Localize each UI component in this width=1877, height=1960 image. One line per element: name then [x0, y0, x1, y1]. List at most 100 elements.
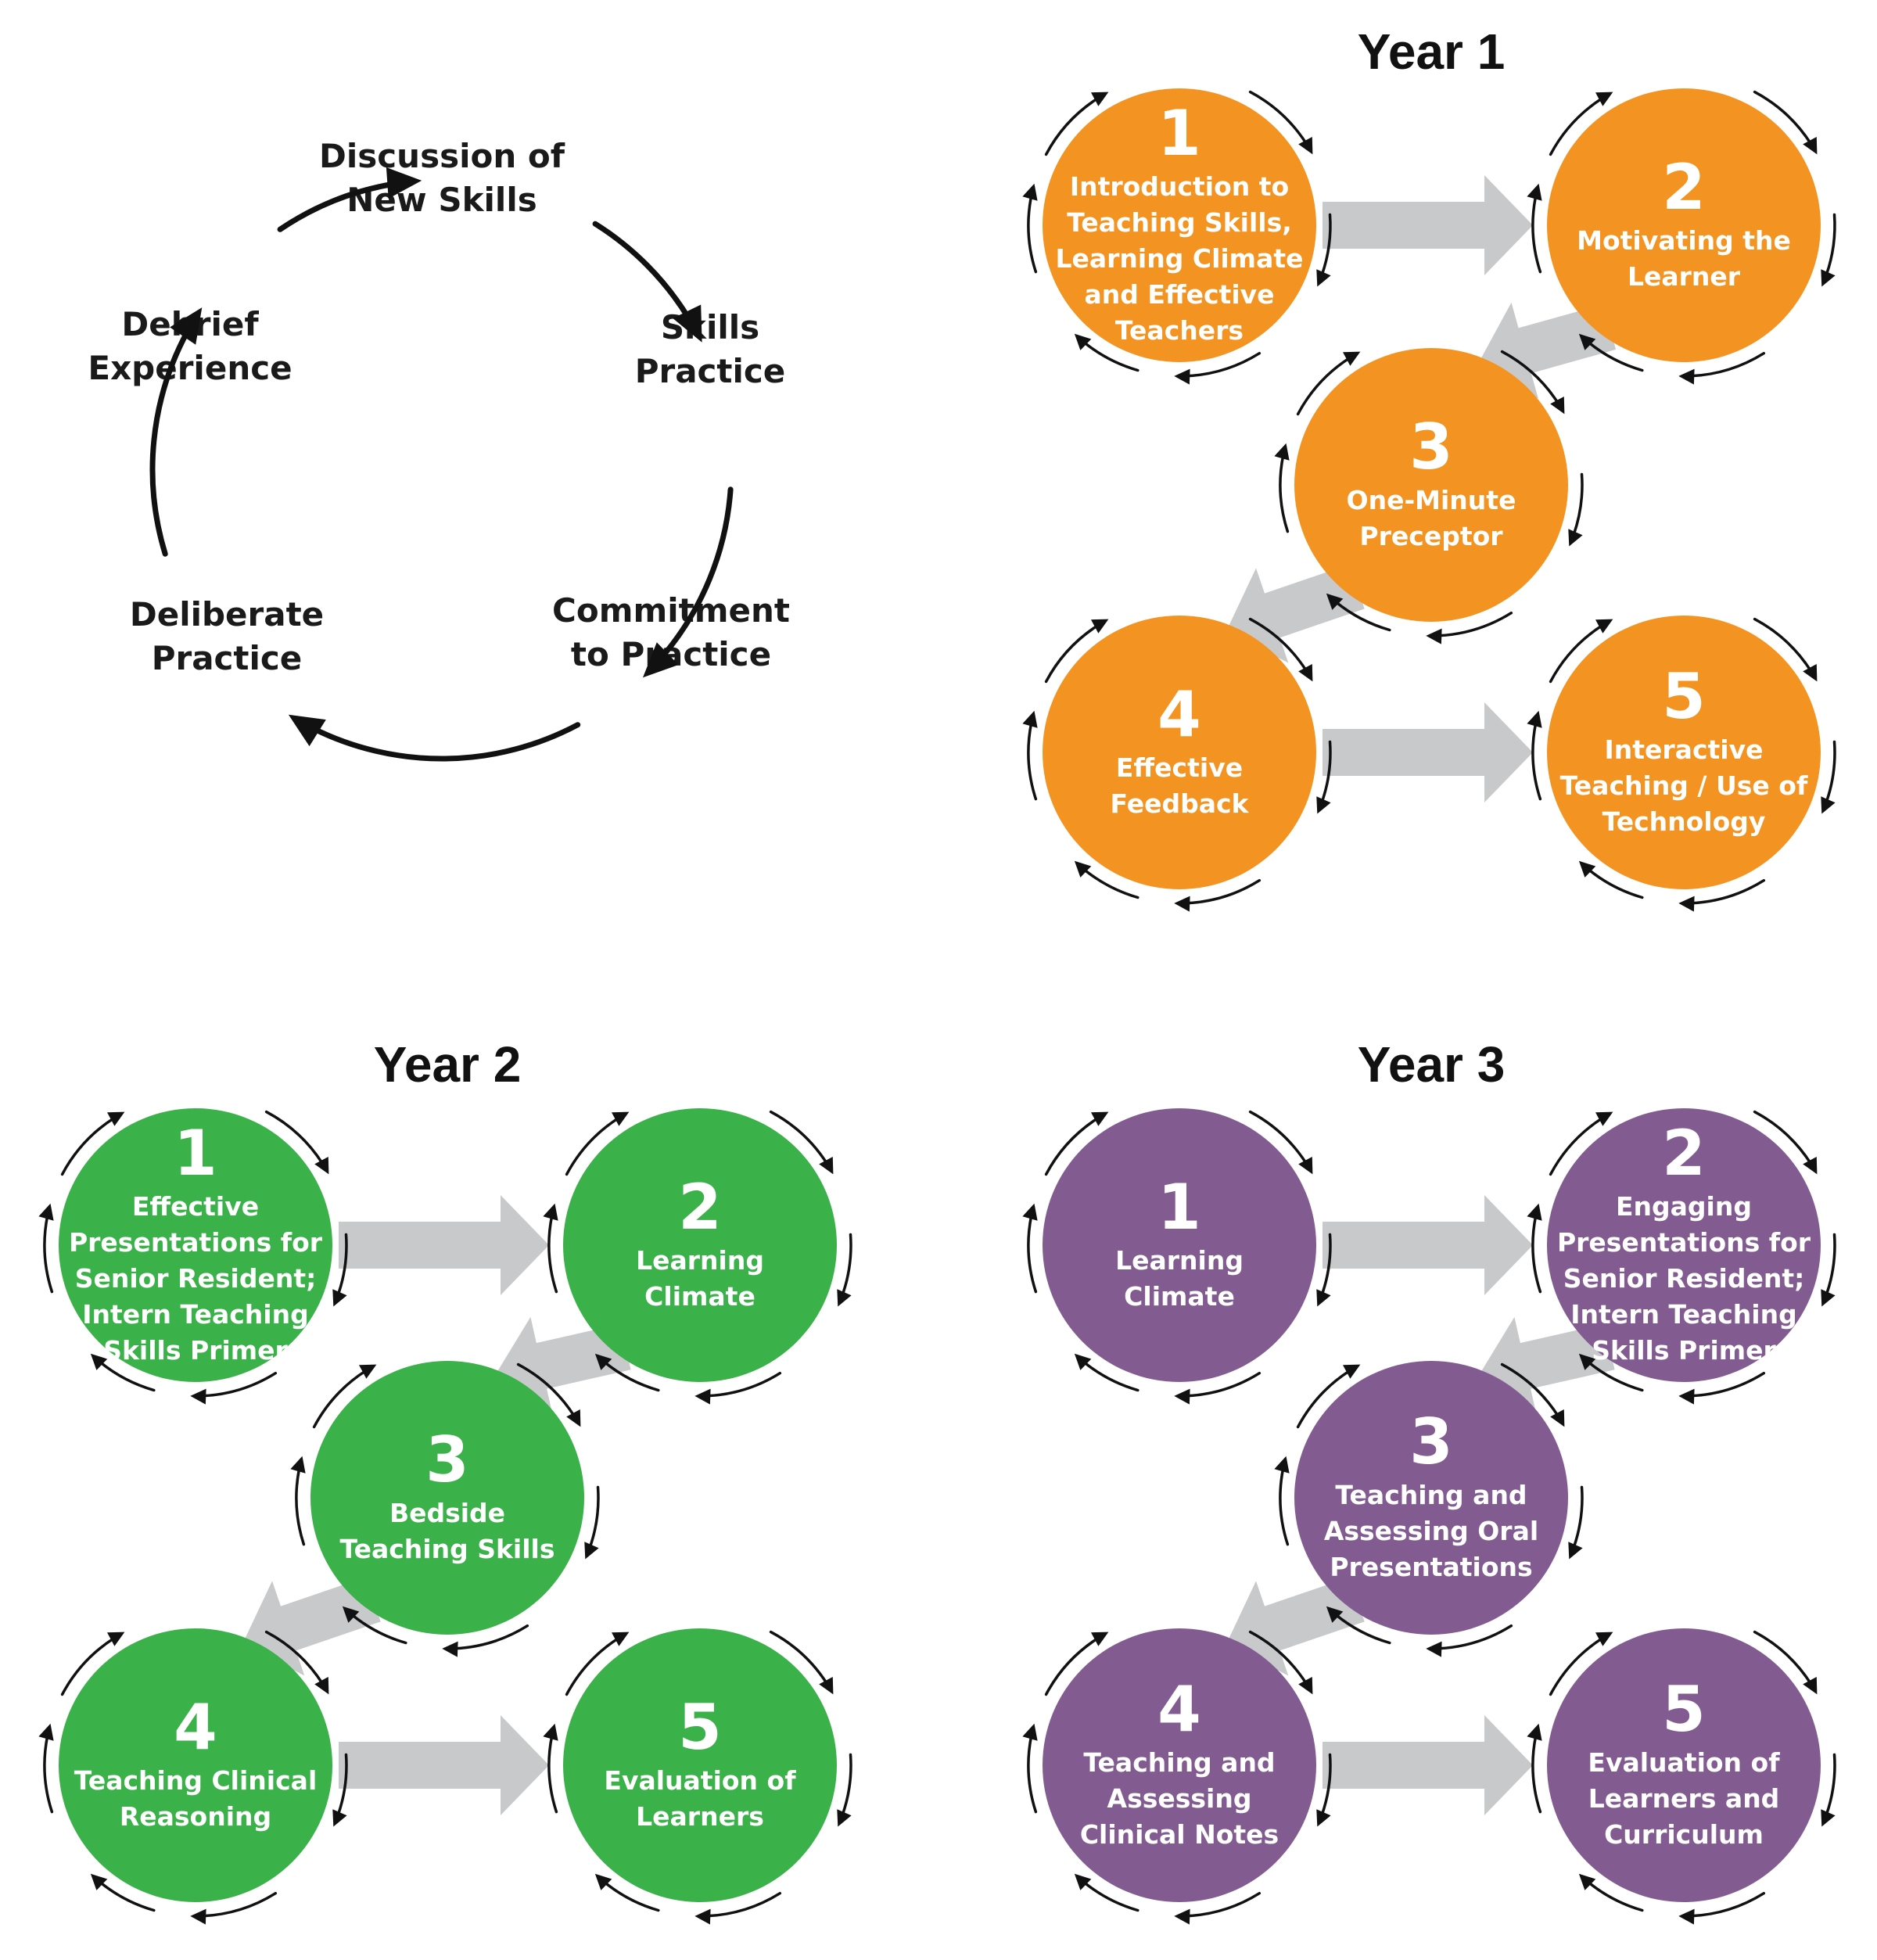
- ring-arrow-5-stroke: [1082, 340, 1139, 372]
- cycle-arrow-1-head: [673, 304, 702, 343]
- ring-arrow-5-stroke: [1587, 1360, 1644, 1392]
- session-number: 3: [1409, 1405, 1453, 1478]
- ring-arrow-2: [769, 1110, 834, 1175]
- ring-arrow-6: [1022, 183, 1038, 274]
- cycle-step-line: Practice: [635, 352, 786, 390]
- ring-arrow-2-head: [566, 1409, 581, 1427]
- ring-arrow-4: [442, 1624, 529, 1657]
- ring-arrow-5-stroke: [1082, 867, 1139, 899]
- ring-arrow-4-head: [1678, 1908, 1695, 1925]
- ring-arrow-1-stroke: [1044, 1116, 1100, 1176]
- ring-arrow-2-head: [1803, 664, 1818, 682]
- session-title-line: Learning: [636, 1245, 764, 1276]
- session-number: 1: [174, 1117, 217, 1190]
- ring-arrow-6-head: [1527, 710, 1542, 728]
- ring-arrow-1-head: [1091, 92, 1109, 106]
- ring-arrow-2-stroke: [1500, 350, 1560, 405]
- ring-arrow-3: [837, 1753, 852, 1827]
- ring-arrow-4: [1174, 1371, 1262, 1405]
- ring-arrow-1-stroke: [60, 1636, 116, 1696]
- ring-arrow-6-head: [1022, 1203, 1038, 1221]
- ring-arrow-3-head: [1316, 269, 1331, 287]
- session-title-line: Curriculum: [1604, 1819, 1764, 1850]
- ring-arrow-5: [342, 1606, 407, 1645]
- session-title-line: Learner: [1628, 261, 1741, 292]
- ring-arrow-4-stroke: [1185, 1891, 1262, 1918]
- session-circle: [1294, 1361, 1568, 1635]
- session-title-line: Teaching and: [1335, 1480, 1527, 1510]
- session-circle: [563, 1108, 837, 1382]
- ring-arrow-6-stroke: [43, 1734, 54, 1814]
- ring-arrow-3-stroke: [1825, 213, 1836, 277]
- ring-arrow-4-head: [190, 1908, 206, 1925]
- ring-arrow-1: [60, 1632, 125, 1696]
- ring-arrow-5-head: [1326, 1606, 1344, 1623]
- ring-arrow-6-head: [1527, 183, 1542, 201]
- ring-arrow-3-stroke: [1320, 1233, 1332, 1297]
- ring-arrow-3-head: [332, 1809, 347, 1827]
- ring-arrow-5-head: [1578, 1353, 1596, 1370]
- ring-arrow-3-head: [1821, 1809, 1836, 1827]
- ring-arrow-1-stroke: [1549, 1636, 1604, 1696]
- ring-arrow-3: [1316, 1753, 1332, 1827]
- ring-arrow-1: [1044, 1632, 1109, 1696]
- ring-arrow-3: [584, 1485, 600, 1560]
- ring-arrow-5-head: [1578, 860, 1596, 878]
- session-circle: [1547, 1108, 1821, 1382]
- ring-arrow-6-head: [290, 1456, 306, 1474]
- ring-arrow-6: [1022, 1723, 1038, 1814]
- ring-arrow-6-stroke: [1027, 721, 1038, 801]
- ring-arrow-5: [1578, 1873, 1644, 1912]
- ring-arrow-6: [1022, 1203, 1038, 1294]
- ring-arrow-1: [1044, 92, 1109, 156]
- ring-arrow-6: [1527, 1723, 1542, 1814]
- ring-arrow-5: [1578, 333, 1644, 372]
- session-circle: [310, 1361, 584, 1635]
- ring-arrow-5: [1074, 1353, 1139, 1392]
- ring-arrow-3-stroke: [841, 1753, 852, 1817]
- session-number: 3: [425, 1423, 469, 1496]
- ring-arrow-5-head: [90, 1353, 108, 1370]
- ring-arrow-6-stroke: [1531, 1214, 1542, 1294]
- cycle-arrow-2-head: [643, 642, 679, 678]
- ring-arrow-2-head: [1298, 664, 1313, 682]
- cycle-step-line: Commitment: [552, 591, 790, 630]
- ring-arrow-5-head: [594, 1353, 612, 1370]
- ring-arrow-4-stroke: [1437, 611, 1513, 637]
- ring-arrow-5: [594, 1353, 660, 1392]
- session-number: 2: [1662, 151, 1706, 224]
- session-title-line: Intern Teaching: [1570, 1299, 1796, 1330]
- ring-arrow-6-head: [1274, 443, 1290, 461]
- ring-arrow-5: [90, 1873, 156, 1912]
- ring-arrow-5: [1074, 1873, 1139, 1912]
- session-title-line: One-Minute: [1347, 485, 1516, 515]
- session-title-line: Skills Primer: [103, 1335, 288, 1366]
- ring-arrow-1: [1296, 1364, 1361, 1429]
- year-title: Year 1: [1358, 23, 1506, 80]
- ring-arrow-3-head: [837, 1809, 852, 1827]
- ring-arrow-4-stroke: [1689, 351, 1766, 378]
- session-title-line: Senior Resident;: [75, 1263, 317, 1294]
- session-number: 1: [1157, 97, 1201, 170]
- ring-arrow-3-head: [1568, 529, 1583, 547]
- ring-arrow-2-stroke: [264, 1110, 325, 1165]
- ring-arrow-1-head: [1595, 1632, 1613, 1646]
- connector-4-5: [339, 1715, 549, 1815]
- ring-arrow-1: [1044, 619, 1109, 684]
- session-title-line: Bedside: [389, 1498, 505, 1528]
- ring-arrow-1-head: [1595, 619, 1613, 634]
- ring-arrow-3-head: [1316, 1289, 1331, 1307]
